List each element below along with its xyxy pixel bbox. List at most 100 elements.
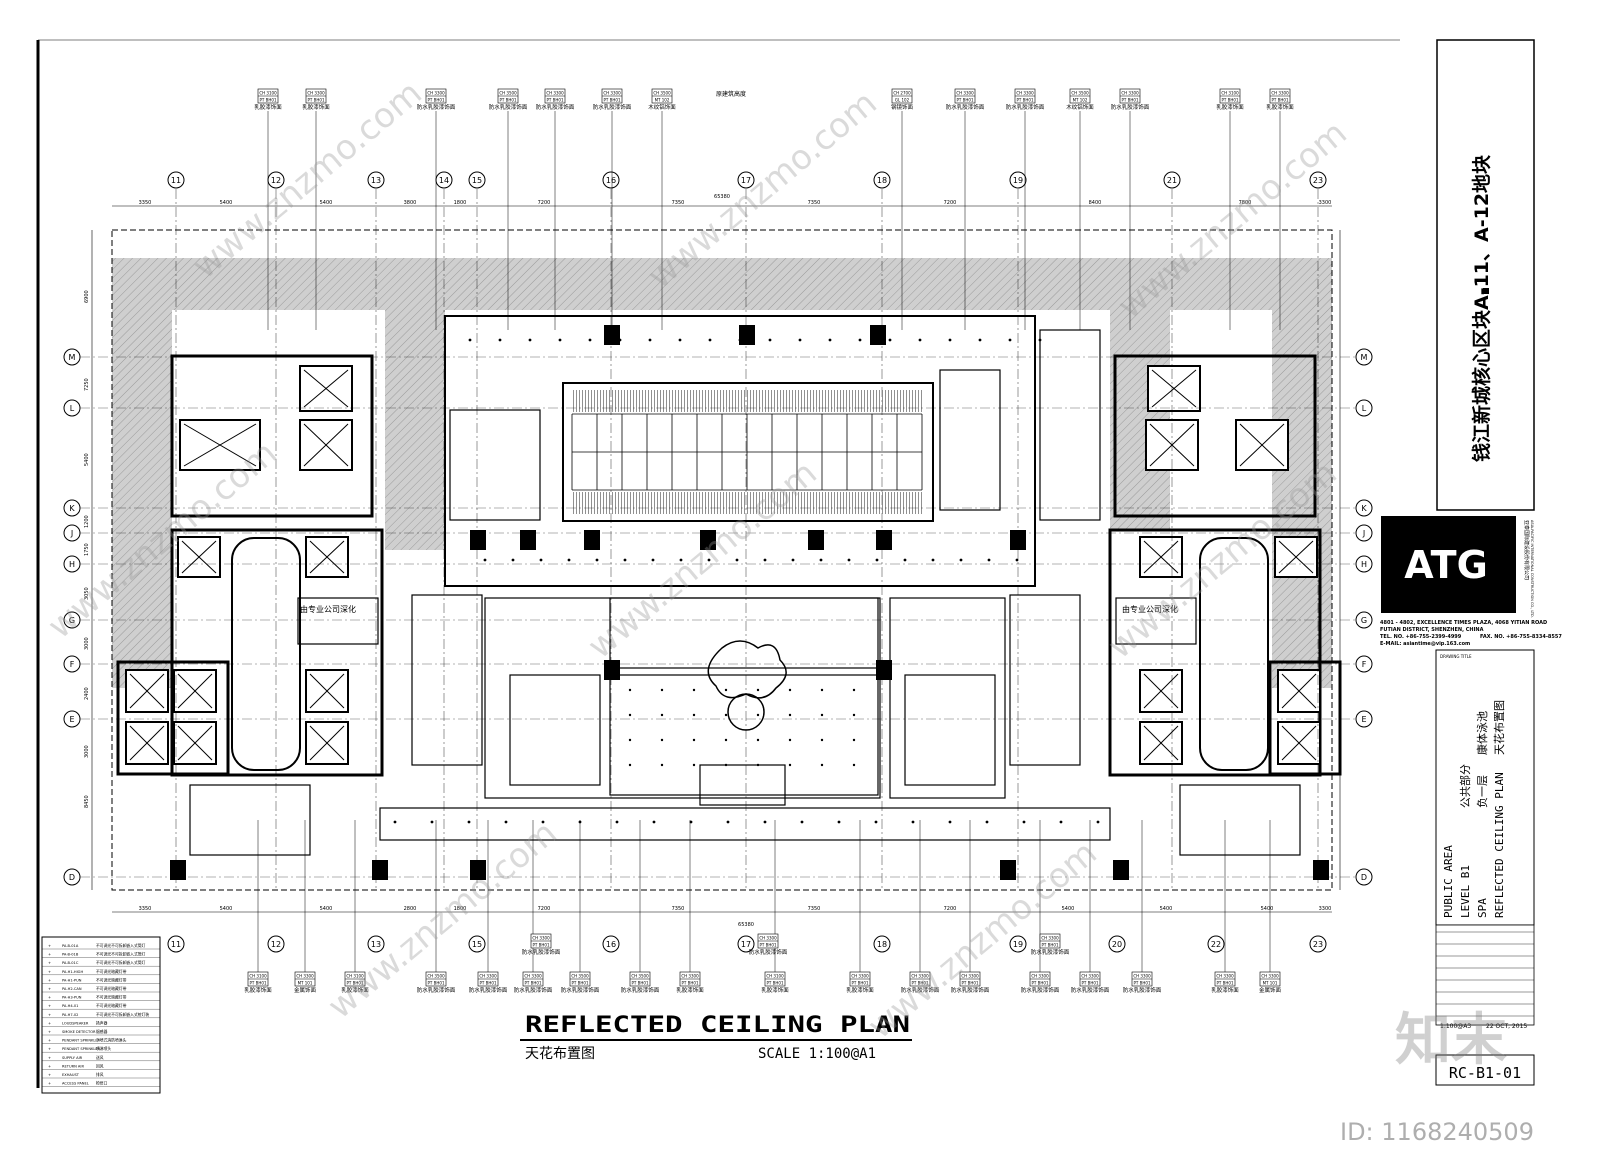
svg-text:CH 3500: CH 3500: [571, 974, 589, 979]
light-spa-0-5: [788, 688, 792, 692]
svg-text:防水乳胶漆饰面: 防水乳胶漆饰面: [469, 986, 508, 994]
svg-text:防水乳胶漆饰面: 防水乳胶漆饰面: [561, 986, 600, 994]
elevator-13: [1139, 536, 1183, 578]
legend-symbol-icon: +: [48, 986, 51, 991]
column-17: [876, 660, 892, 680]
legend-symbol-icon: +: [48, 1063, 51, 1068]
legend-desc: 扬声器: [96, 1020, 108, 1025]
svg-text:乳胶漆饰面: 乳胶漆饰面: [244, 986, 272, 994]
light-corridor-1: [430, 820, 434, 824]
grid-bubble-left-G-label: G: [69, 616, 75, 625]
grid-bubble-right-H-label: H: [1361, 560, 1367, 569]
elevator-8: [173, 721, 217, 765]
elevator-3: [177, 536, 221, 578]
dim-bottom-6: 7350: [672, 906, 685, 912]
svg-text:CH 3300: CH 3300: [1133, 974, 1151, 979]
dim-top-6: 7350: [672, 200, 685, 206]
grid-bubble-left-D-label: D: [69, 873, 75, 882]
note-height: 原建筑高度: [716, 90, 746, 98]
light-corridor-8: [689, 820, 693, 824]
legend-code: PA-H7-02: [62, 1013, 78, 1017]
grid-bubble-left-J-label: J: [70, 529, 73, 538]
column-4: [808, 530, 824, 550]
address-line1: 4801 - 4802, EXCELLENCE TIMES PLAZA, 406…: [1380, 620, 1547, 626]
grid-bubble-right-D-label: D: [1361, 873, 1367, 882]
svg-text:PT BH01: PT BH01: [428, 98, 445, 103]
column-16: [604, 660, 620, 680]
grid-bubble-right-D: D: [1355, 868, 1373, 886]
light-spa-3-5: [788, 763, 792, 767]
light-mid-16: [931, 558, 935, 562]
svg-text:防水乳胶漆饰面: 防水乳胶漆饰面: [536, 103, 575, 111]
svg-text:PT BH01: PT BH01: [912, 981, 929, 986]
light-spa-3-3: [724, 763, 728, 767]
company-en: ASIA-PACIFIC INTERNATIONAL CONSTRUCTION …: [1530, 520, 1534, 618]
svg-text:CH 3100: CH 3100: [346, 974, 364, 979]
svg-text:CH 3300: CH 3300: [479, 974, 497, 979]
svg-text:木纹铝饰面: 木纹铝饰面: [648, 103, 676, 111]
dim-bottom-1: 5400: [220, 906, 233, 912]
light-mid-3: [567, 558, 571, 562]
svg-text:CH 3100: CH 3100: [1221, 91, 1239, 96]
legend-desc: 不可调光不可拆卸嵌入式筒灯: [96, 960, 146, 965]
legend-desc: 不可调光暗藏灯带: [96, 995, 127, 1000]
dim-bottom-2: 5400: [320, 906, 333, 912]
svg-text:CH 3500: CH 3500: [427, 974, 445, 979]
light-spa-3-1: [660, 763, 664, 767]
note-by-specialist-right: 由专业公司深化: [1122, 604, 1178, 614]
right-core: [1108, 354, 1342, 777]
light-spa-1-0: [628, 713, 632, 717]
grid-bubble-top-21-label: 21: [1167, 176, 1177, 185]
column-10: [1000, 860, 1016, 880]
svg-text:PT BH01: PT BH01: [1222, 98, 1239, 103]
svg-text:PT BH01: PT BH01: [347, 981, 364, 986]
svg-text:防水乳胶漆饰面: 防水乳胶漆饰面: [951, 986, 990, 994]
light-mid-17: [959, 558, 963, 562]
legend-symbol-icon: +: [48, 1046, 51, 1051]
light-corridor-16: [985, 820, 989, 824]
legend-desc: 不可调光不可拆卸嵌入式射灯装: [96, 1012, 149, 1017]
dim-top-7: 7350: [808, 200, 821, 206]
legend-symbol-icon: +: [48, 1029, 51, 1034]
svg-text:PT BH01: PT BH01: [500, 98, 517, 103]
light-spa-1-5: [788, 713, 792, 717]
svg-text:防水乳胶漆饰面: 防水乳胶漆饰面: [1123, 986, 1162, 994]
grid-bubble-bottom-18-label: 18: [877, 940, 887, 949]
legend-code: PA-B-01C: [62, 961, 79, 965]
grid-bubble-left-E-label: E: [69, 715, 74, 724]
svg-text:CH 3300: CH 3300: [1271, 91, 1289, 96]
svg-text:乳胶漆饰面: 乳胶漆饰面: [1216, 103, 1244, 111]
light-top-12: [828, 338, 832, 342]
elevator-11: [1147, 365, 1201, 412]
dim-bottom-11: 5400: [1261, 906, 1274, 912]
svg-text:PT BH01: PT BH01: [767, 981, 784, 986]
light-spa-2-4: [756, 738, 760, 742]
grid-bubble-bottom-23-label: 23: [1313, 940, 1323, 949]
svg-text:CH 3300: CH 3300: [1031, 974, 1049, 979]
dim-left-0: 6900: [84, 290, 90, 303]
legend-desc: 烟感器: [96, 1029, 108, 1034]
grid-bubble-left-F: F: [63, 655, 81, 673]
dim-top-5: 7200: [538, 200, 551, 206]
dim-left-8: 3000: [84, 745, 90, 758]
legend-symbol-icon: +: [48, 1055, 51, 1060]
legend-code: PENDANT SPRINKLER: [62, 1039, 101, 1043]
grid-bubble-bottom-18: 18: [873, 935, 891, 953]
svg-text:CH 3100: CH 3100: [766, 974, 784, 979]
title-en-4: REFLECTED CEILING PLAN: [1493, 772, 1506, 918]
dim-bottom-0: 3350: [139, 906, 152, 912]
legend-desc: 排风: [96, 1072, 104, 1077]
